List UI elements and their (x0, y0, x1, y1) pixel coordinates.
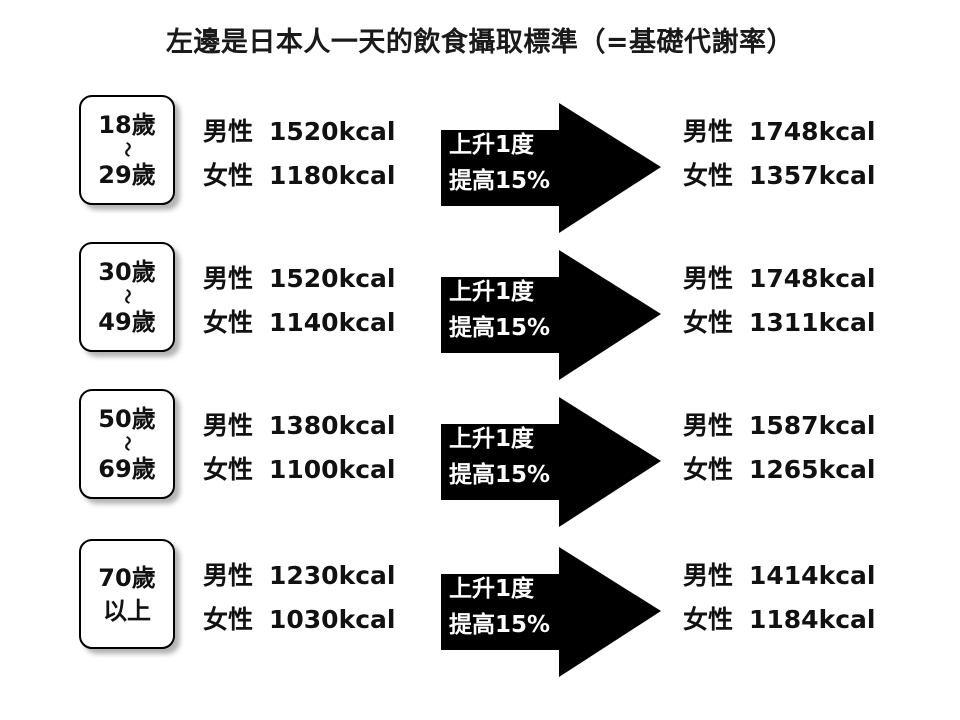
adjusted-female-value: 1184kcal (749, 605, 876, 634)
age-range-start: 30歲 (98, 258, 156, 286)
age-range-start: 50歲 (98, 405, 156, 433)
male-label: 男性 (203, 561, 254, 590)
right-arrow-icon: 上升1度 提高15% (441, 250, 661, 380)
adjusted-values: 男性 1748kcal 女性 1311kcal (683, 257, 875, 345)
arrow-caption: 上升1度 提高15% (449, 421, 567, 493)
baseline-female-value: 1030kcal (269, 605, 396, 634)
arrow-caption-line2: 提高15% (449, 315, 551, 341)
baseline-values: 男性 1380kcal 女性 1100kcal (203, 404, 395, 492)
age-range-end: 以上 (103, 596, 151, 625)
adjusted-female-value: 1265kcal (749, 455, 876, 484)
baseline-male-line: 男性 1520kcal (203, 110, 395, 154)
age-range-start: 18歲 (98, 111, 156, 139)
age-range-end: 49歲 (98, 308, 156, 336)
female-label: 女性 (683, 161, 734, 190)
adjusted-male-value: 1414kcal (749, 561, 876, 590)
female-label: 女性 (683, 455, 734, 484)
arrow-caption-line1: 上升1度 (449, 576, 535, 602)
female-label: 女性 (203, 308, 254, 337)
baseline-female-value: 1100kcal (269, 455, 396, 484)
baseline-female-value: 1180kcal (269, 161, 396, 190)
age-group-box-3: 70歲 以上 (79, 539, 175, 649)
male-label: 男性 (683, 561, 734, 590)
adjusted-male-value: 1748kcal (749, 264, 876, 293)
arrow-caption-line2: 提高15% (449, 612, 551, 638)
male-label: 男性 (683, 411, 734, 440)
baseline-values: 男性 1520kcal 女性 1140kcal (203, 257, 395, 345)
age-range-separator: 〜 (116, 435, 139, 452)
adjusted-male-value: 1748kcal (749, 117, 876, 146)
adjusted-male-line: 男性 1748kcal (683, 110, 875, 154)
female-label: 女性 (683, 308, 734, 337)
age-group-box-0: 18歲 〜 29歲 (79, 95, 175, 205)
male-label: 男性 (683, 117, 734, 146)
page-title: 左邊是日本人一天的飲食攝取標準（=基礎代謝率） (165, 27, 795, 58)
adjusted-female-value: 1311kcal (749, 308, 876, 337)
adjusted-female-line: 女性 1184kcal (683, 598, 875, 642)
baseline-female-line: 女性 1180kcal (203, 154, 395, 198)
baseline-female-value: 1140kcal (269, 308, 396, 337)
baseline-male-line: 男性 1380kcal (203, 404, 395, 448)
right-arrow-icon: 上升1度 提高15% (441, 547, 661, 677)
right-arrow-icon: 上升1度 提高15% (441, 103, 661, 233)
age-group-box-2: 50歲 〜 69歲 (79, 389, 175, 499)
baseline-male-line: 男性 1230kcal (203, 554, 395, 598)
adjusted-male-line: 男性 1748kcal (683, 257, 875, 301)
baseline-female-line: 女性 1140kcal (203, 301, 395, 345)
female-label: 女性 (203, 455, 254, 484)
baseline-female-line: 女性 1100kcal (203, 448, 395, 492)
adjusted-female-line: 女性 1357kcal (683, 154, 875, 198)
right-arrow-icon: 上升1度 提高15% (441, 397, 661, 527)
male-label: 男性 (203, 411, 254, 440)
baseline-values: 男性 1520kcal 女性 1180kcal (203, 110, 395, 198)
arrow-caption-line1: 上升1度 (449, 279, 535, 305)
male-label: 男性 (203, 264, 254, 293)
arrow-caption: 上升1度 提高15% (449, 127, 567, 199)
adjusted-female-line: 女性 1311kcal (683, 301, 875, 345)
arrow-caption-line1: 上升1度 (449, 132, 535, 158)
adjusted-values: 男性 1587kcal 女性 1265kcal (683, 404, 875, 492)
adjusted-female-value: 1357kcal (749, 161, 876, 190)
adjusted-female-line: 女性 1265kcal (683, 448, 875, 492)
female-label: 女性 (203, 161, 254, 190)
baseline-male-value: 1520kcal (269, 117, 396, 146)
age-range-start: 70歲 (98, 563, 156, 592)
arrow-caption: 上升1度 提高15% (449, 274, 567, 346)
male-label: 男性 (203, 117, 254, 146)
baseline-male-value: 1520kcal (269, 264, 396, 293)
arrow-caption-line2: 提高15% (449, 462, 551, 488)
adjusted-male-line: 男性 1587kcal (683, 404, 875, 448)
male-label: 男性 (683, 264, 734, 293)
baseline-male-value: 1380kcal (269, 411, 396, 440)
female-label: 女性 (683, 605, 734, 634)
baseline-male-value: 1230kcal (269, 561, 396, 590)
adjusted-male-value: 1587kcal (749, 411, 876, 440)
baseline-female-line: 女性 1030kcal (203, 598, 395, 642)
baseline-values: 男性 1230kcal 女性 1030kcal (203, 554, 395, 642)
age-group-box-1: 30歲 〜 49歲 (79, 242, 175, 352)
arrow-caption: 上升1度 提高15% (449, 571, 567, 643)
adjusted-values: 男性 1748kcal 女性 1357kcal (683, 110, 875, 198)
baseline-male-line: 男性 1520kcal (203, 257, 395, 301)
adjusted-male-line: 男性 1414kcal (683, 554, 875, 598)
age-range-end: 29歲 (98, 161, 156, 189)
age-range-end: 69歲 (98, 455, 156, 483)
arrow-caption-line1: 上升1度 (449, 426, 535, 452)
arrow-caption-line2: 提高15% (449, 168, 551, 194)
adjusted-values: 男性 1414kcal 女性 1184kcal (683, 554, 875, 642)
female-label: 女性 (203, 605, 254, 634)
age-range-separator: 〜 (116, 288, 139, 305)
age-range-separator: 〜 (116, 141, 139, 158)
